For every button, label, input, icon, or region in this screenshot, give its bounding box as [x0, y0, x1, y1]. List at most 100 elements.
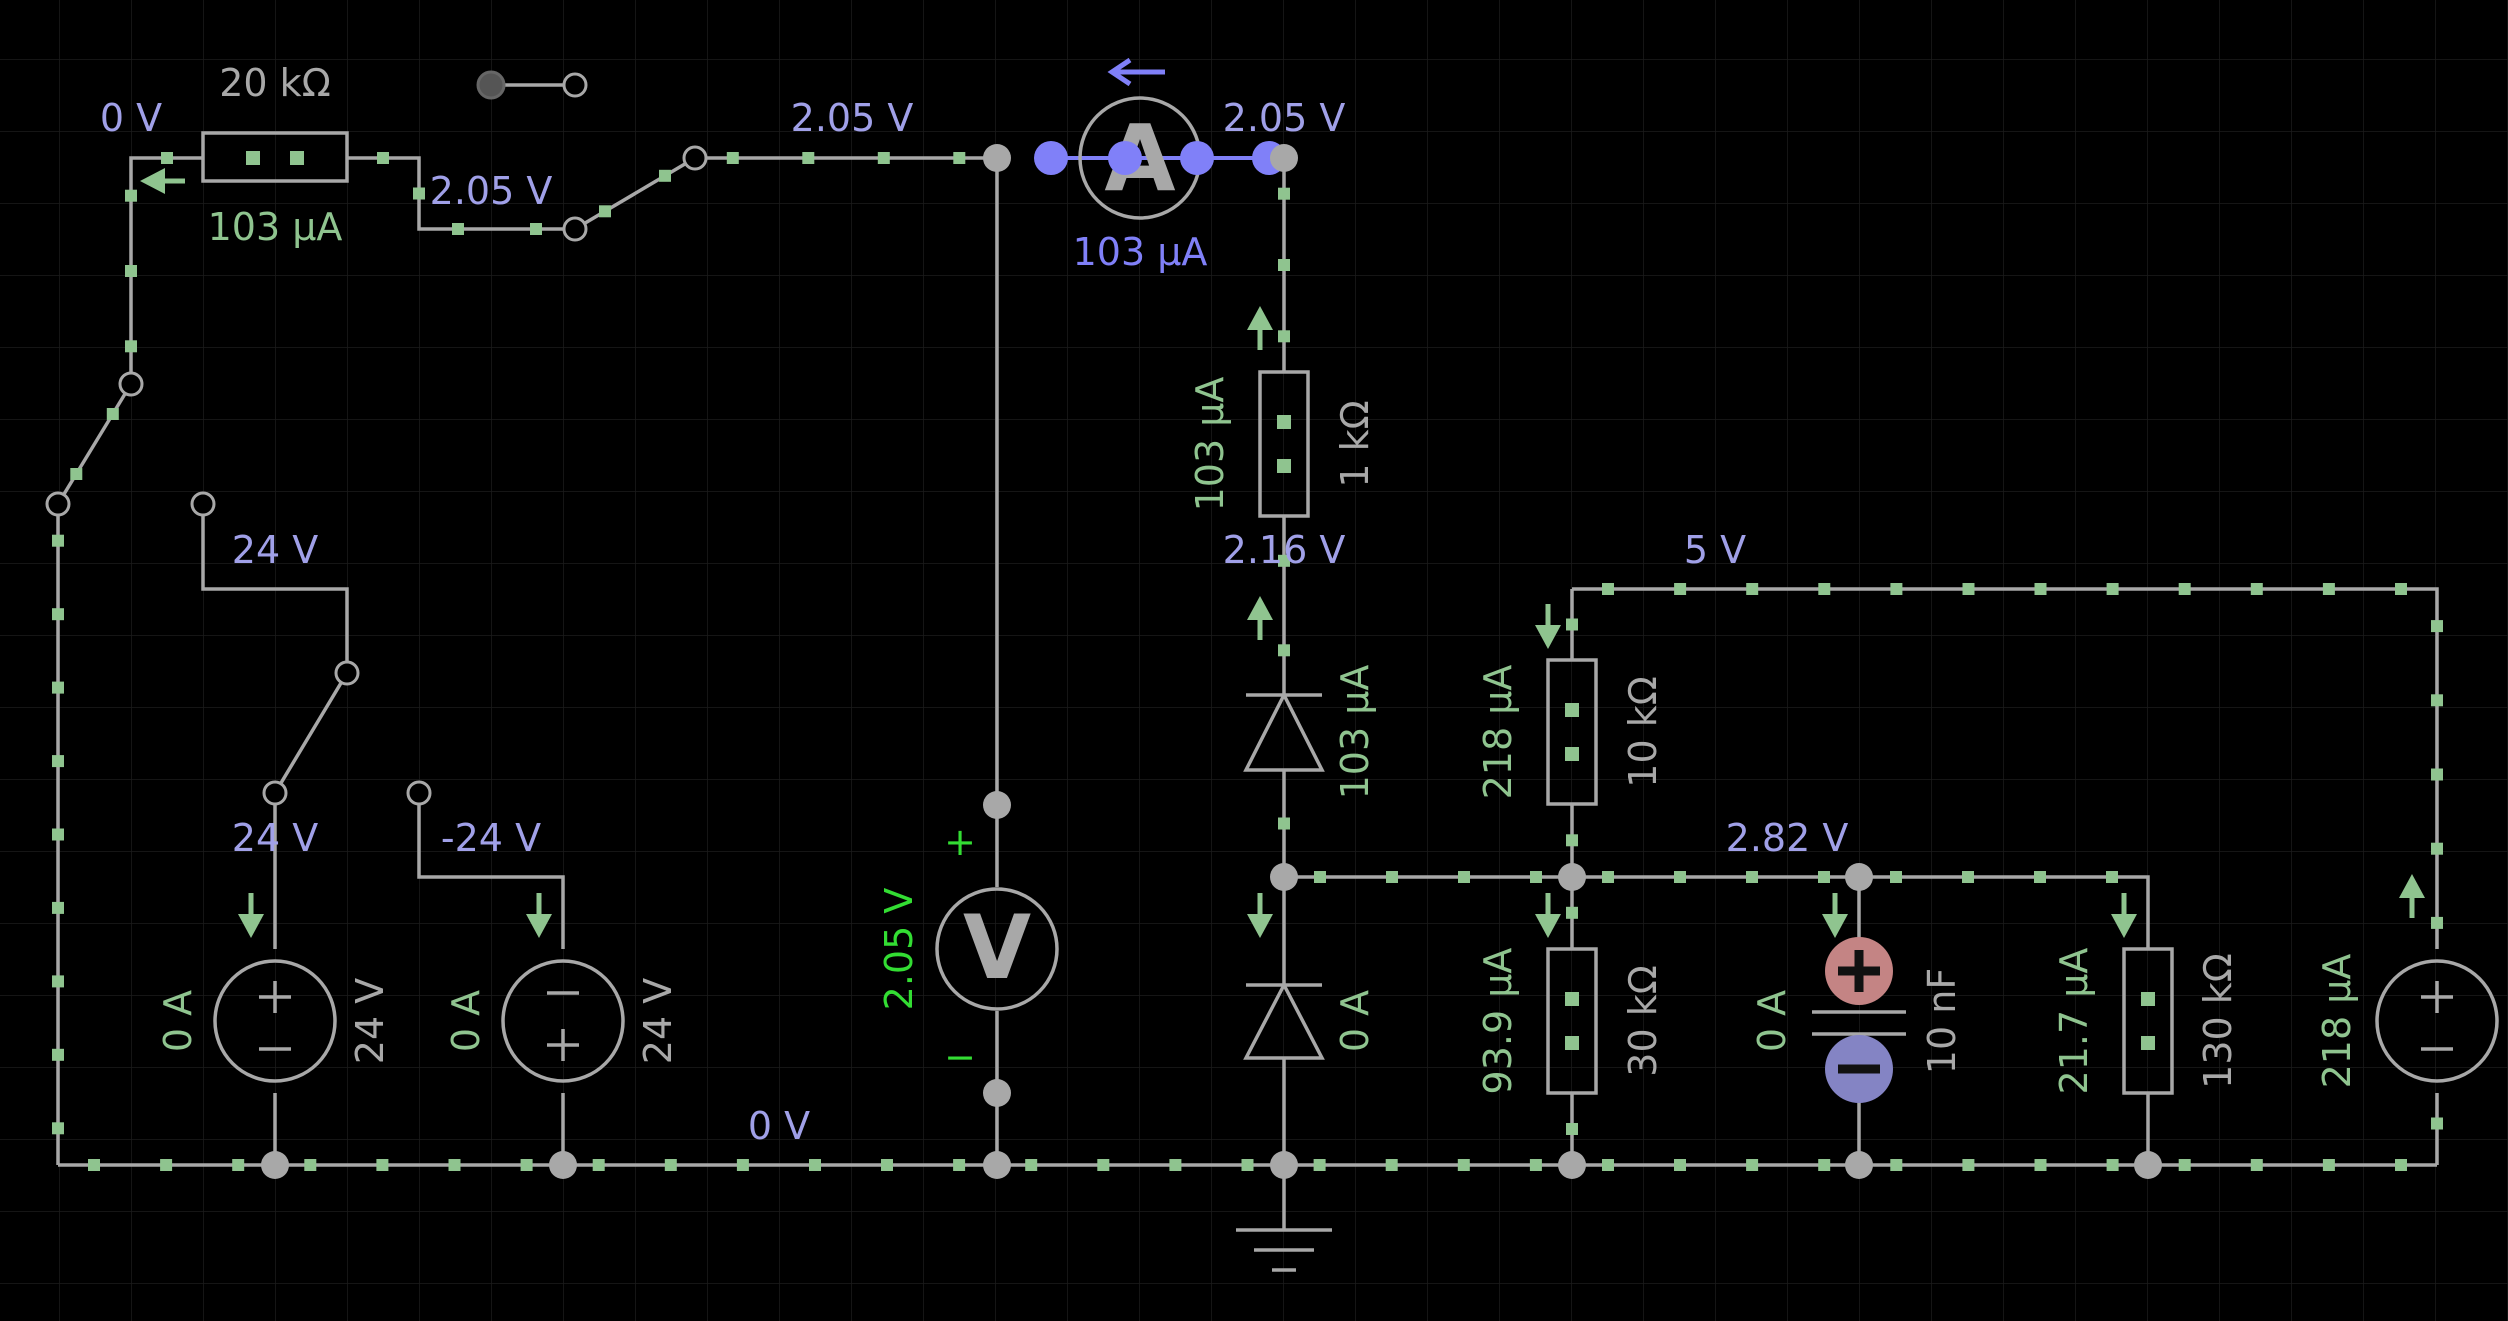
current-dot	[1458, 871, 1470, 883]
resistor-value-label: 130 kΩ	[2196, 953, 2240, 1089]
current-label: 0 A	[1750, 990, 1794, 1052]
current-dot	[1746, 583, 1759, 595]
switch-icon[interactable]	[190, 491, 432, 806]
current-label: 103 μA	[208, 205, 343, 249]
current-dot	[88, 1159, 100, 1171]
current-dot	[2178, 583, 2191, 595]
current-dot	[376, 1159, 389, 1171]
current-dot	[592, 1159, 605, 1171]
current-dot	[52, 755, 64, 768]
arrow-up-icon	[1247, 306, 1273, 330]
current-dot	[953, 1159, 966, 1171]
current-dot	[2431, 916, 2443, 929]
capacitor-value-label: 10 nF	[1920, 968, 1964, 1074]
switch-icon[interactable]	[45, 371, 144, 517]
voltage-label: 24 V	[232, 528, 318, 572]
resistor-130k[interactable]	[2122, 947, 2174, 1095]
diode-icon[interactable]	[1243, 981, 1325, 1060]
current-label: 103 μA	[1188, 377, 1232, 512]
svg-text:V: V	[963, 896, 1031, 999]
arrow-down-icon	[1822, 914, 1848, 938]
current-dot	[2322, 583, 2335, 595]
current-dot	[70, 468, 83, 480]
arrow-down-icon	[526, 914, 552, 938]
current-dot	[1529, 1159, 1542, 1171]
capacitor-icon[interactable]	[1812, 937, 1906, 1103]
current-dot	[2431, 694, 2443, 707]
current-dot	[161, 152, 173, 164]
current-dot	[802, 152, 815, 164]
current-dot	[1566, 906, 1578, 919]
current-dot	[2141, 992, 2155, 1006]
current-dot	[52, 1048, 64, 1061]
current-dot	[1565, 992, 1579, 1006]
voltmeter-icon[interactable]: V	[935, 791, 1059, 1107]
resistor-20k[interactable]	[201, 131, 349, 183]
current-dot	[1278, 187, 1290, 200]
dc-source-icon[interactable]	[213, 959, 337, 1083]
voltmeter-reading-label: 2.05 V	[877, 888, 921, 1011]
arrow-up-icon	[2399, 874, 2425, 898]
current-dot	[1890, 583, 1903, 595]
resistor-10k[interactable]	[1546, 658, 1598, 806]
current-dot	[2395, 1159, 2407, 1171]
current-dot	[1962, 871, 1974, 883]
junction-nodes	[261, 144, 2162, 1179]
current-dot	[1818, 1159, 1831, 1171]
current-dot	[726, 152, 739, 164]
current-label: 0 A	[1333, 990, 1377, 1052]
dc-source-icon[interactable]	[501, 959, 625, 1083]
resistor-value-label: 10 kΩ	[1621, 676, 1665, 787]
resistor-1k[interactable]	[1258, 370, 1310, 518]
dc-source-icon[interactable]	[2375, 959, 2499, 1083]
current-dot	[1746, 871, 1758, 883]
diode-icon[interactable]	[1243, 691, 1325, 772]
current-dot	[1602, 583, 1614, 595]
current-dot	[1169, 1159, 1182, 1171]
current-dot	[413, 187, 425, 200]
current-dot	[2034, 871, 2046, 883]
current-dot	[1565, 1036, 1579, 1050]
switch-icon[interactable]	[476, 70, 588, 100]
current-dot	[1566, 618, 1578, 631]
ammeter-current-label: 103 μA	[1073, 230, 1208, 274]
current-dot	[2106, 583, 2119, 595]
current-dot	[1602, 871, 1614, 883]
current-dot	[52, 901, 64, 914]
current-dot	[1746, 1159, 1759, 1171]
current-dot	[2395, 583, 2407, 595]
current-dot	[2141, 1036, 2155, 1050]
current-dot	[2431, 620, 2443, 633]
current-dot	[1278, 330, 1290, 343]
resistor-30k[interactable]	[1546, 947, 1598, 1095]
current-dot	[2034, 583, 2047, 595]
current-dot	[1457, 1159, 1470, 1171]
current-dot	[1314, 871, 1326, 883]
switch-icon[interactable]	[562, 145, 708, 242]
current-dot	[232, 1159, 245, 1171]
current-dot	[2250, 1159, 2263, 1171]
current-dot	[2431, 1117, 2443, 1130]
current-dot	[809, 1159, 821, 1171]
voltage-label: 2.05 V	[430, 169, 553, 213]
current-label: 0 A	[444, 990, 488, 1052]
current-dot	[1818, 583, 1831, 595]
current-dot	[1278, 554, 1290, 567]
current-dot	[52, 534, 64, 547]
current-dot	[877, 152, 890, 164]
current-dot	[448, 1159, 461, 1171]
voltage-label: 0 V	[100, 96, 162, 140]
arrow-down-icon	[238, 914, 264, 938]
current-dot	[664, 1159, 677, 1171]
current-dot	[1025, 1159, 1038, 1171]
current-dot	[377, 152, 389, 164]
current-dot	[1278, 644, 1290, 657]
current-dot	[1890, 871, 1902, 883]
resistor-value-label: 30 kΩ	[1621, 965, 1665, 1076]
current-dot	[1565, 747, 1579, 761]
current-dot	[1674, 1159, 1686, 1171]
ammeter-icon[interactable]: A	[1034, 57, 1286, 220]
current-dot	[52, 681, 64, 694]
arrow-up-icon	[1247, 596, 1273, 620]
